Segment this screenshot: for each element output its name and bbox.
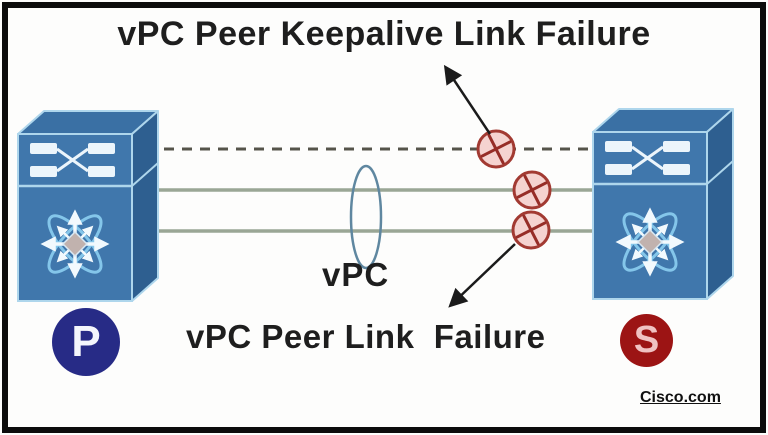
primary-role-badge: P (52, 308, 120, 376)
primary-nexus-switch-icon (18, 111, 158, 301)
keepalive-failure-title: vPC Peer Keepalive Link Failure (117, 15, 651, 53)
secondary-nexus-switch-icon (593, 109, 733, 299)
vpc-label: vPC (322, 256, 390, 293)
peer-link-failure-circled-x-icon-1 (512, 170, 552, 210)
primary-badge-letter: P (71, 317, 101, 366)
peer-link-failure-label: vPC Peer Link Failure (186, 318, 546, 355)
vpc-port-channel-ellipse (349, 164, 383, 270)
peer-link-failure-circled-x-icon-2 (511, 210, 551, 250)
keepalive-failure-circled-x-icon (476, 129, 516, 169)
arrow-to-peer-link-failure-label (448, 243, 516, 308)
secondary-badge-letter: S (633, 319, 660, 361)
cisco-source-link[interactable]: Cisco.com (640, 389, 721, 406)
arrow-to-keepalive-failure-label (443, 64, 492, 135)
secondary-role-badge: S (620, 314, 673, 367)
